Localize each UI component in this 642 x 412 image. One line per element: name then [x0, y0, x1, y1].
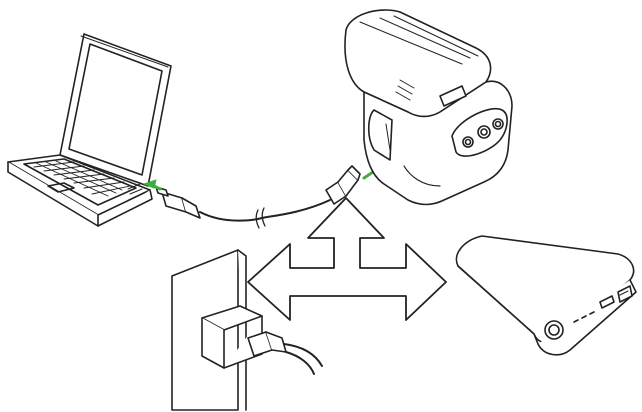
laptop-icon — [7, 33, 172, 227]
mobile-receipt-printer-icon — [344, 9, 513, 206]
wall-charger-icon — [171, 249, 323, 411]
green-arrow-icon — [143, 179, 162, 191]
usb-cable — [155, 165, 361, 229]
three-way-arrow — [247, 197, 447, 321]
power-bank-icon — [455, 235, 637, 356]
